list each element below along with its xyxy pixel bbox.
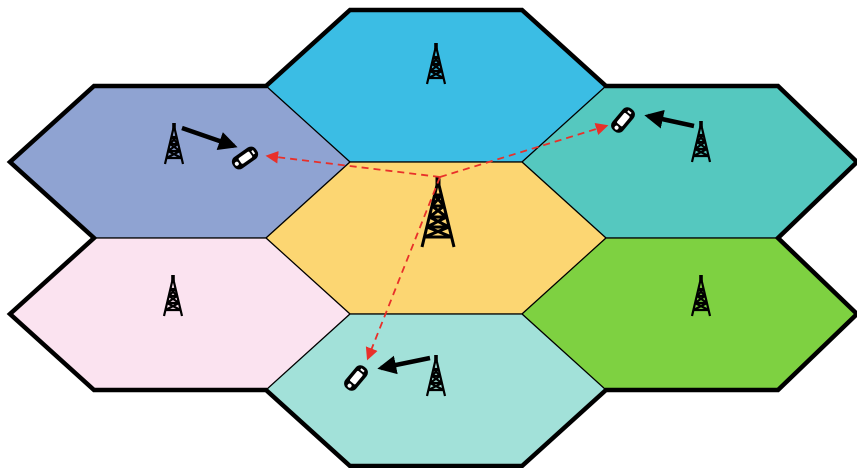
link-center-tower-to-upper-right-phone — [439, 122, 609, 178]
cluster-outline — [6, 7, 857, 468]
link-upper-left-tower-to-upper-left-phone — [181, 125, 238, 150]
links-layer — [181, 109, 695, 375]
borders-layer — [6, 7, 857, 468]
link-center-tower-to-bottom-phone — [365, 176, 441, 361]
link-upper-right-tower-to-upper-right-phone — [644, 109, 695, 129]
cells-layer — [9, 9, 857, 467]
link-center-tower-to-upper-left-phone — [265, 150, 441, 178]
link-bottom-tower-to-bottom-phone — [377, 355, 431, 375]
